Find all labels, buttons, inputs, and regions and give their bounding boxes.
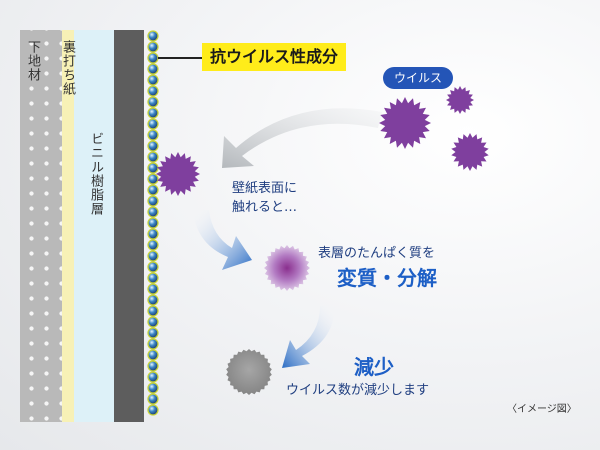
- antiviral-particle: [147, 316, 159, 328]
- touch-surface-text: 壁紙表面に: [232, 181, 298, 196]
- antiviral-particle: [147, 261, 159, 273]
- antiviral-particle: [147, 294, 159, 306]
- virus-contacting-surface: [156, 152, 200, 196]
- antiviral-particle: [147, 195, 159, 207]
- antiviral-particle: [147, 118, 159, 130]
- base-material-layer: [20, 30, 62, 422]
- antiviral-particle: [147, 228, 159, 240]
- antiviral-particle: [147, 140, 159, 152]
- antiviral-particle: [147, 327, 159, 339]
- antiviral-particle: [147, 184, 159, 196]
- antiviral-particle: [147, 96, 159, 108]
- arrow-to-denature: [193, 210, 252, 270]
- reduced-virus: [226, 349, 272, 395]
- antiviral-particle: [147, 41, 159, 53]
- agent-leader-line: [158, 57, 202, 59]
- denature-heading: 変質・分解: [337, 266, 437, 290]
- backing-paper-label: 裏打ち紙: [60, 40, 75, 96]
- image-note: 〈イメージ図〉: [507, 404, 577, 415]
- antiviral-particle: [147, 85, 159, 97]
- vinyl-resin-label: ビニル樹脂層: [88, 132, 103, 216]
- arrow-to-reduce: [282, 306, 335, 368]
- antiviral-particle: [147, 338, 159, 350]
- incoming-arrow: [222, 108, 382, 168]
- antiviral-particle: [147, 129, 159, 141]
- antiviral-particle: [147, 239, 159, 251]
- wall-surface-layer: [114, 30, 144, 422]
- antiviral-particle: [147, 272, 159, 284]
- antiviral-particle: [147, 173, 159, 185]
- antiviral-particle: [147, 349, 159, 361]
- reduce-heading: 減少: [354, 355, 394, 379]
- virus-particle: [451, 133, 489, 171]
- virus-particle: [446, 86, 474, 114]
- antiviral-particle: [147, 74, 159, 86]
- antiviral-particle: [147, 151, 159, 163]
- denature-caption: 表層のたんぱく質を: [318, 246, 436, 261]
- antiviral-particle: [147, 63, 159, 75]
- antiviral-particle: [147, 217, 159, 229]
- antiviral-particle: [147, 393, 159, 405]
- antiviral-particle: [147, 371, 159, 383]
- vinyl-resin-layer: [74, 30, 114, 422]
- denaturing-virus: [264, 245, 310, 291]
- antiviral-particle: [147, 283, 159, 295]
- base-material-label: 下地材: [25, 40, 40, 82]
- reduce-caption: ウイルス数が減少します: [286, 383, 430, 398]
- antiviral-particle: [147, 382, 159, 394]
- virus-particle: [379, 97, 431, 149]
- antiviral-particle: [147, 250, 159, 262]
- antiviral-particle-column: [147, 30, 159, 416]
- antiviral-particle: [147, 206, 159, 218]
- backing-paper-layer: [62, 30, 74, 422]
- antiviral-particle: [147, 107, 159, 119]
- antiviral-particle: [147, 360, 159, 372]
- antiviral-particle: [147, 305, 159, 317]
- touch-surface-text-2: 触れると…: [232, 200, 298, 215]
- antiviral-agent-label: 抗ウイルス性成分: [202, 43, 347, 71]
- antiviral-particle: [147, 30, 159, 42]
- antiviral-particle: [147, 404, 159, 416]
- virus-label-badge: ウイルス: [383, 67, 453, 89]
